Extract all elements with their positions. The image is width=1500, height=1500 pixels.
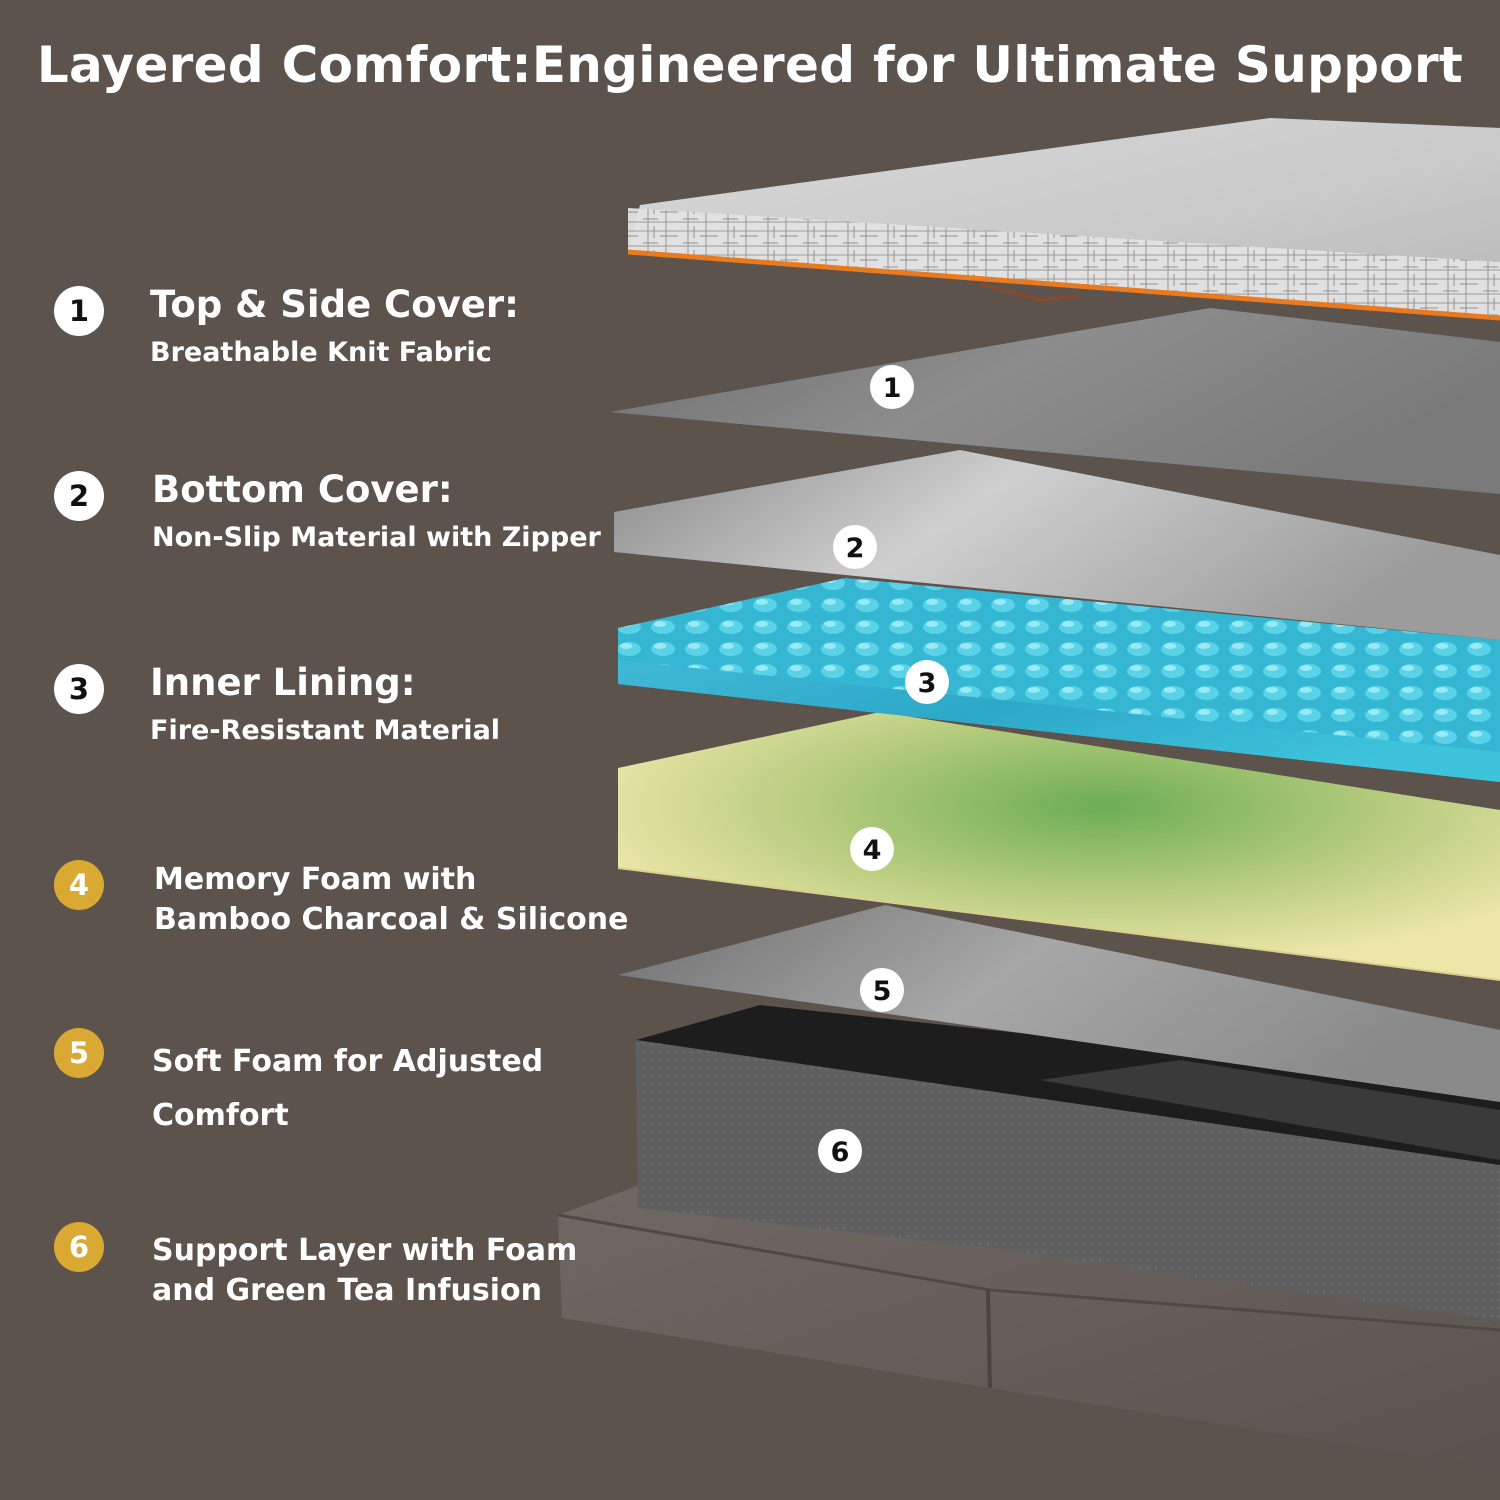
- diagram-marker-5-text: 5: [873, 976, 892, 1007]
- legend-title-2: Bottom Cover:: [152, 468, 453, 511]
- legend-badge-4: 4: [54, 860, 104, 910]
- legend-item-4: 4 Memory Foam with Bamboo Charcoal & Sil…: [0, 860, 640, 980]
- bottom-cover-sheet: [614, 450, 1500, 640]
- legend-badge-5: 5: [54, 1028, 104, 1078]
- legend-badge-2: 2: [54, 471, 104, 521]
- diagram-marker-3-text: 3: [918, 668, 937, 699]
- diagram-marker-1: 1: [870, 365, 914, 409]
- legend-title-1: Top & Side Cover:: [150, 283, 519, 326]
- legend-line-4a: Memory Foam with: [154, 862, 477, 897]
- diagram-marker-3: 3: [905, 660, 949, 704]
- page-title: Layered Comfort:Engineered for Ultimate …: [36, 36, 1464, 94]
- diagram-marker-4-text: 4: [863, 835, 882, 866]
- legend-subtitle-1: Breathable Knit Fabric: [150, 337, 492, 368]
- legend-text-3: Inner Lining: Fire-Resistant Material: [150, 660, 630, 750]
- legend-badge-1: 1: [54, 286, 104, 336]
- memory-foam-block: [617, 712, 1500, 981]
- legend-item-5: 5 Soft Foam for Adjusted Comfort: [0, 1028, 640, 1155]
- legend-title-3: Inner Lining:: [150, 661, 416, 704]
- top-lining-sheet: [610, 308, 1500, 494]
- soft-foam-sheet: [618, 905, 1500, 1102]
- support-layer-base: [557, 1005, 1500, 1468]
- legend-text-5: Soft Foam for Adjusted Comfort: [152, 1035, 632, 1143]
- diagram-marker-2: 2: [833, 525, 877, 569]
- diagram-marker-6: 6: [818, 1129, 862, 1173]
- legend-item-6: 6 Support Layer with Foam and Green Tea …: [0, 1222, 640, 1348]
- legend-item-2: 2 Bottom Cover: Non-Slip Material with Z…: [0, 467, 640, 587]
- top-cover: [627, 118, 1500, 321]
- gel-foam-layer: [618, 578, 1500, 782]
- diagram-marker-4: 4: [850, 827, 894, 871]
- legend-text-2: Bottom Cover: Non-Slip Material with Zip…: [152, 467, 632, 557]
- legend-line-6a: Support Layer with Foam: [152, 1233, 578, 1268]
- legend-text-4: Memory Foam with Bamboo Charcoal & Silic…: [154, 860, 634, 940]
- diagram-marker-5: 5: [860, 968, 904, 1012]
- legend-subtitle-3: Fire-Resistant Material: [150, 715, 501, 746]
- legend-item-3: 3 Inner Lining: Fire-Resistant Material: [0, 660, 640, 780]
- legend-badge-6: 6: [54, 1222, 104, 1272]
- diagram-marker-1-text: 1: [883, 373, 902, 404]
- legend-badge-3: 3: [54, 664, 104, 714]
- legend-text-6: Support Layer with Foam and Green Tea In…: [152, 1228, 632, 1314]
- legend-line-6b: and Green Tea Infusion: [152, 1273, 542, 1308]
- legend-line-5b: Comfort: [152, 1098, 289, 1133]
- legend-text-1: Top & Side Cover: Breathable Knit Fabric: [150, 282, 630, 372]
- legend-line-4b: Bamboo Charcoal & Silicone: [154, 902, 629, 937]
- diagram-marker-2-text: 2: [846, 533, 865, 564]
- legend-item-1: 1 Top & Side Cover: Breathable Knit Fabr…: [0, 282, 640, 402]
- legend-subtitle-2: Non-Slip Material with Zipper: [152, 522, 601, 553]
- diagram-marker-6-text: 6: [831, 1137, 850, 1168]
- legend-line-5a: Soft Foam for Adjusted: [152, 1044, 544, 1079]
